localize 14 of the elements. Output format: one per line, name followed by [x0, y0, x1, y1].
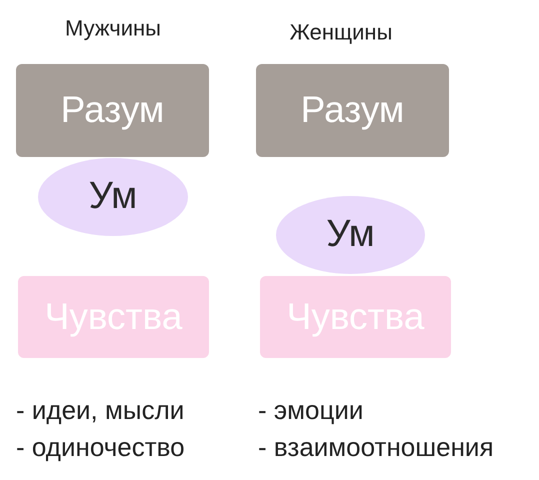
box-label: Разум: [300, 90, 404, 131]
list-item: - одиночество: [16, 433, 185, 463]
oval-label: Ум: [88, 176, 138, 218]
column-heading: Женщины: [290, 19, 392, 45]
category-box: [18, 276, 209, 358]
list-item: - идеи, мысли: [16, 396, 184, 426]
list-item: - взаимоотношения: [258, 433, 494, 463]
category-box: [260, 276, 451, 358]
column-heading: Мужчины: [65, 15, 161, 41]
category-box: [16, 64, 209, 157]
list-item: - эмоции: [258, 396, 364, 426]
box-label: Разум: [60, 90, 164, 131]
oval-label: Ум: [326, 214, 375, 256]
category-box: [256, 64, 449, 157]
